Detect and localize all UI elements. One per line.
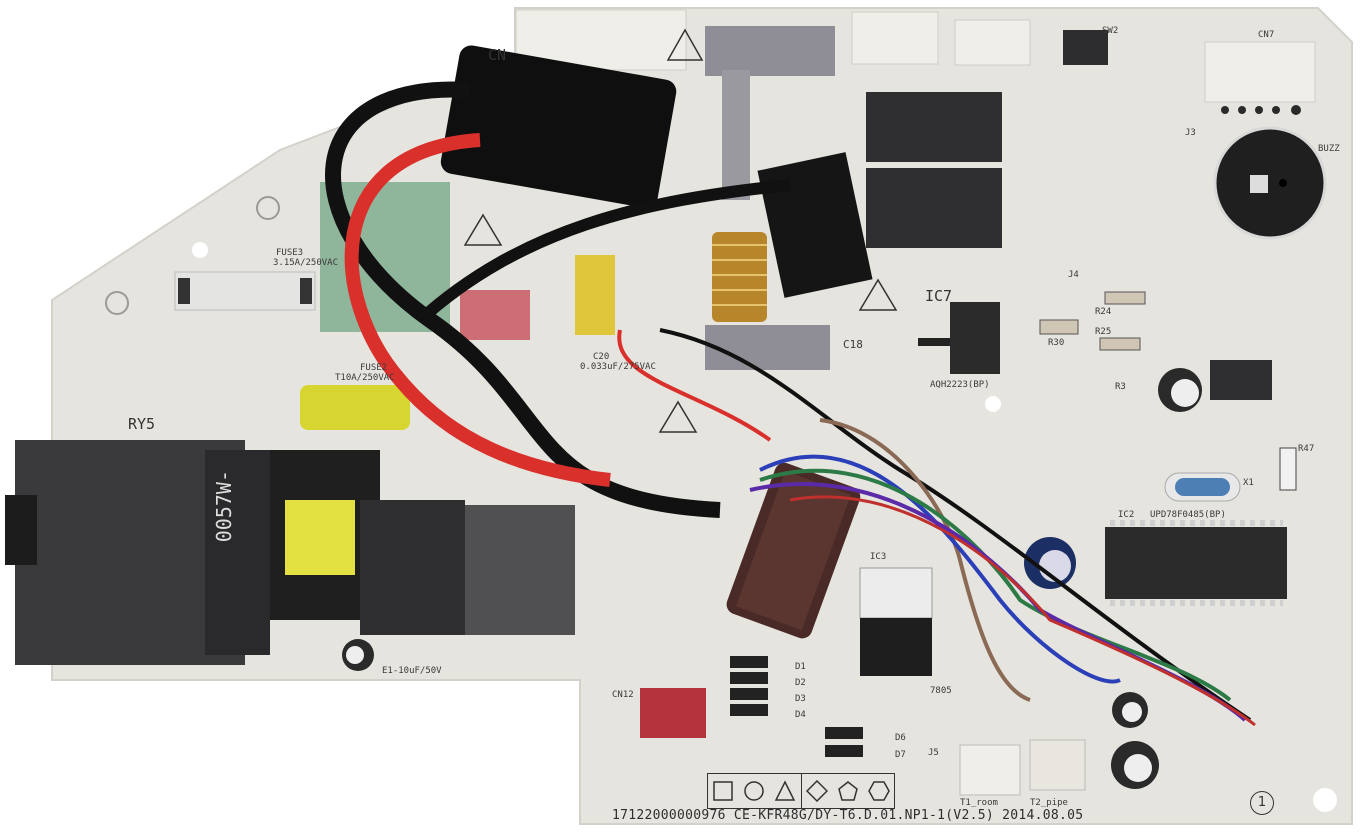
board-silkscreen-footer: 17122000000976 CE-KFR48G/DY-T6.D.01.NP1-… bbox=[612, 808, 1083, 823]
label-j3: J3 bbox=[1185, 128, 1196, 138]
label-cn7: CN7 bbox=[1258, 30, 1275, 40]
label-crystal: X1 bbox=[1243, 478, 1254, 488]
label-ry5: RY5 bbox=[128, 415, 156, 433]
circle-icon bbox=[744, 781, 764, 801]
label-d1: D1 bbox=[795, 662, 806, 672]
diamond-icon bbox=[805, 780, 828, 802]
label-r30: R30 bbox=[1048, 338, 1065, 348]
label-d2: D2 bbox=[795, 678, 806, 688]
relay-marking: 0057W- bbox=[212, 470, 236, 543]
board-date: 2014.08.05 bbox=[1002, 808, 1084, 823]
label-d7: D7 bbox=[895, 750, 906, 760]
label-fuse2-value: T10A/250VAC bbox=[335, 373, 395, 383]
label-cap-e2: E1-10uF/50V bbox=[382, 666, 442, 676]
triangle-icon bbox=[774, 780, 796, 801]
label-cn: CN bbox=[488, 46, 507, 64]
label-c20-value: 0.033uF/275VAC bbox=[580, 362, 656, 372]
label-c20: C20 bbox=[593, 352, 610, 362]
pentagon-icon bbox=[837, 781, 858, 801]
square-icon bbox=[713, 781, 734, 801]
label-ic3: IC3 bbox=[870, 552, 887, 562]
model-number: CE-KFR48G/DY-T6.D.01.NP1-1(V2.5) bbox=[733, 808, 994, 823]
label-buzzer: BUZZ bbox=[1318, 144, 1340, 154]
label-fuse2: FUSE2 bbox=[360, 363, 388, 373]
label-ic2: IC2 bbox=[1118, 510, 1135, 520]
board-side-mark: 1 bbox=[1250, 791, 1274, 815]
label-fuse3: FUSE3 bbox=[276, 248, 304, 258]
label-cn12: CN12 bbox=[612, 690, 634, 700]
label-switch: SW2 bbox=[1102, 26, 1119, 36]
label-j5: J5 bbox=[928, 748, 939, 758]
label-mcu: UPD78F0485(BP) bbox=[1150, 510, 1226, 520]
label-j4: J4 bbox=[1068, 270, 1079, 280]
label-ic7: IC7 bbox=[925, 287, 953, 305]
label-r47: R47 bbox=[1298, 444, 1315, 454]
label-fuse3-value: 3.15A/250VAC bbox=[273, 258, 339, 268]
recycle-symbols bbox=[707, 773, 895, 809]
label-ic7-part: AQH2223(BP) bbox=[930, 380, 990, 390]
hexagon-icon bbox=[867, 781, 890, 801]
label-sensor-t2: T2_pipe bbox=[1030, 798, 1068, 808]
label-ic3-part: 7805 bbox=[930, 686, 952, 696]
label-c18: C18 bbox=[843, 338, 863, 351]
label-sensor-t1: T1_room bbox=[960, 798, 998, 808]
part-number: 17122000000976 bbox=[612, 808, 726, 823]
label-r3: R3 bbox=[1115, 382, 1126, 392]
label-d4: D4 bbox=[795, 710, 806, 720]
label-d6: D6 bbox=[895, 733, 906, 743]
label-r24: R24 bbox=[1095, 307, 1112, 317]
label-r25: R25 bbox=[1095, 327, 1112, 337]
label-d3: D3 bbox=[795, 694, 806, 704]
